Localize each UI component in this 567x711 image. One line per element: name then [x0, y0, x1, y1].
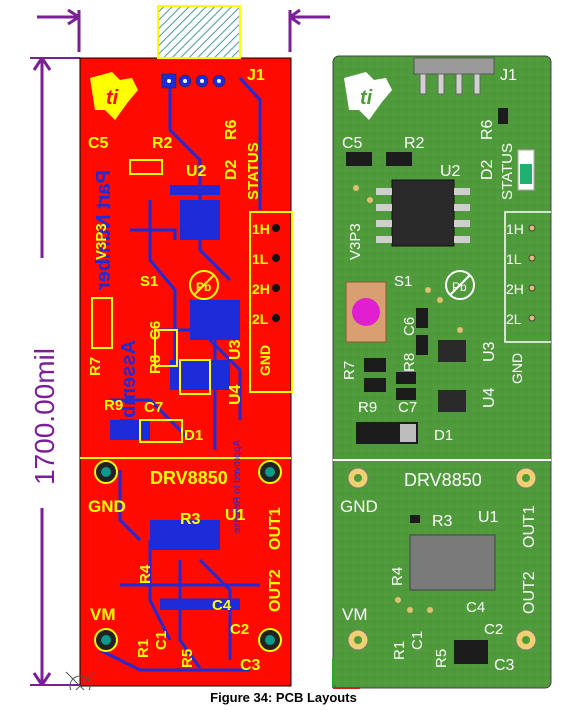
label-gnd-right: GND [340, 497, 378, 516]
label-gnd-side: GND [257, 345, 273, 376]
label-r3: R3 [180, 511, 201, 528]
chip-u2 [391, 179, 455, 247]
label-pb: Pb [196, 280, 211, 294]
label-s1-right: S1 [394, 273, 412, 290]
label-1l: 1L [252, 251, 269, 267]
label-c5-right: C5 [342, 135, 363, 152]
connector-footprint [157, 5, 241, 59]
header-j1 [413, 57, 495, 95]
svg-text:ti: ti [106, 87, 119, 109]
label-r9: R9 [104, 397, 123, 414]
label-r8-right: R8 [401, 353, 418, 372]
label-pb-right: Pb [452, 280, 467, 294]
label-1h-right: 1H [506, 221, 524, 237]
label-out1: OUT1 [267, 507, 284, 550]
label-u3-right: U3 [481, 341, 498, 362]
label-c2: C2 [230, 621, 249, 638]
label-r2: R2 [152, 135, 173, 152]
label-j1-right: J1 [500, 67, 517, 84]
label-v3p3: V3P3 [93, 223, 110, 260]
label-c2-right: C2 [484, 621, 503, 638]
label-1h: 1H [252, 221, 270, 237]
label-c3-right: C3 [494, 657, 515, 674]
chip-u4 [438, 390, 466, 412]
label-r5: R5 [179, 649, 196, 668]
figure-caption: Figure 34: PCB Layouts [210, 690, 357, 705]
label-r6: R6 [223, 119, 240, 140]
label-s1: S1 [140, 273, 158, 290]
label-out1-right: OUT1 [521, 505, 538, 548]
mounting-holes-right [347, 467, 537, 651]
label-r5-right: R5 [433, 649, 450, 668]
pcb-figure-svg: 1700.00mil [22, 5, 552, 701]
label-j1: J1 [247, 67, 265, 84]
label-1l-right: 1L [506, 251, 522, 267]
label-u1-right: U1 [478, 509, 499, 526]
label-status: STATUS [245, 142, 262, 200]
svg-text:ti: ti [360, 87, 373, 109]
label-r3-right: R3 [432, 513, 453, 530]
label-u4: U4 [227, 384, 244, 405]
label-c6: C6 [147, 321, 164, 340]
label-2h: 2H [252, 281, 270, 297]
label-r2-right: R2 [404, 135, 425, 152]
label-drv8850-right: DRV8850 [404, 470, 482, 490]
switch-s1 [345, 281, 387, 343]
label-r7-right: R7 [341, 361, 358, 380]
dimension-annotation: 1700.00mil [22, 8, 330, 686]
label-u4-right: U4 [481, 387, 498, 408]
label-r9-right: R9 [358, 399, 377, 416]
label-r1: R1 [135, 639, 152, 658]
label-c7: C7 [144, 399, 163, 416]
label-status-right: STATUS [499, 143, 516, 200]
label-drv8850: DRV8850 [150, 468, 228, 488]
label-c1: C1 [153, 631, 170, 650]
label-r1-right: R1 [391, 641, 408, 660]
label-c7-right: C7 [398, 399, 417, 416]
right-pcb-board: ti [332, 55, 552, 689]
label-c6-right: C6 [401, 317, 418, 336]
label-c4: C4 [212, 597, 232, 614]
label-vm: VM [90, 605, 116, 624]
mounting-holes [94, 460, 282, 652]
label-u1: U1 [225, 507, 246, 524]
label-out2: OUT2 [267, 569, 284, 612]
label-c3: C3 [240, 657, 261, 674]
left-pcb-board: ti [65, 5, 293, 701]
label-c5: C5 [88, 135, 109, 152]
label-vm-right: VM [342, 605, 368, 624]
label-v3p3-right: V3P3 [347, 223, 364, 260]
mirrored-assembly: Assembly [118, 340, 140, 435]
label-2h-right: 2H [506, 281, 524, 297]
chip-u3 [438, 340, 466, 362]
dimension-label: 1700.00mil [29, 348, 60, 485]
label-u3: U3 [227, 339, 244, 360]
ti-logo-right: ti [344, 72, 392, 120]
label-gnd: GND [88, 497, 126, 516]
label-r4: R4 [137, 564, 154, 584]
label-d2-right: D2 [479, 159, 496, 180]
mirrored-approved: Approved to Release [232, 440, 243, 534]
label-d2: D2 [223, 159, 240, 180]
chip-u1 [409, 534, 496, 591]
label-gnd-side-right: GND [509, 353, 525, 384]
label-c1-right: C1 [409, 631, 426, 650]
label-c4-right: C4 [466, 599, 485, 616]
label-out2-right: OUT2 [521, 571, 538, 614]
label-2l-right: 2L [506, 311, 522, 327]
mirrored-part-number: Part Number [93, 170, 115, 290]
label-r6-right: R6 [479, 119, 496, 140]
label-r4-right: R4 [389, 567, 406, 586]
label-d1: D1 [184, 427, 203, 444]
label-u2: U2 [186, 163, 207, 180]
label-d1-right: D1 [434, 427, 453, 444]
label-u2-right: U2 [440, 163, 461, 180]
ti-logo: ti [90, 72, 138, 120]
label-r8: R8 [147, 355, 164, 374]
label-2l: 2L [252, 311, 269, 327]
label-r7: R7 [87, 357, 104, 376]
